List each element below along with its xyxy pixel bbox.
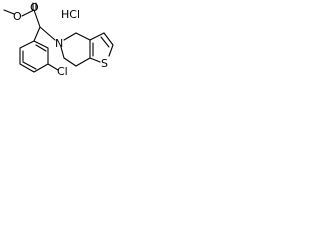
phenyl-ring [19, 40, 49, 73]
bond-ch2-ch2 [63, 57, 77, 67]
carbonyl-oxygen-label: O [30, 1, 39, 14]
bond-ch2-n [60, 46, 65, 59]
bond-phenyl-cl [47, 63, 59, 71]
thiophene-c3a-c3 [89, 32, 105, 41]
bond-n-ch2-top [63, 32, 77, 41]
bond-ch2-c3a [75, 32, 91, 41]
thiophene-c2-double [100, 36, 110, 48]
sulfur-label: S [101, 57, 108, 70]
bond-o-carbonyl [21, 9, 35, 17]
structure-diagram: O O HCl N Cl S [0, 0, 137, 95]
thiophene-s-c7a [89, 57, 101, 63]
bonds [3, 2, 114, 73]
skeletal-formula: O O HCl N Cl S [3, 1, 114, 78]
methoxy-oxygen-label: O [13, 10, 22, 23]
nitrogen-label: N [55, 37, 63, 50]
phenyl-double-1 [35, 44, 47, 52]
thiophene-c3-c2 [103, 32, 114, 46]
bond-carbonyl-alpha [33, 9, 41, 28]
bond-methyl-o [3, 9, 15, 15]
bond-c7a-ch2 [75, 57, 91, 67]
thiophene-c2-s [108, 44, 114, 57]
bond-alpha-phenyl [33, 26, 41, 42]
phenyl-double-2 [22, 61, 37, 70]
chlorine-label: Cl [57, 65, 68, 78]
bond-alpha-n [39, 26, 56, 41]
hcl-label: HCl [61, 8, 80, 21]
atom-labels: O O HCl N Cl S [13, 1, 108, 78]
